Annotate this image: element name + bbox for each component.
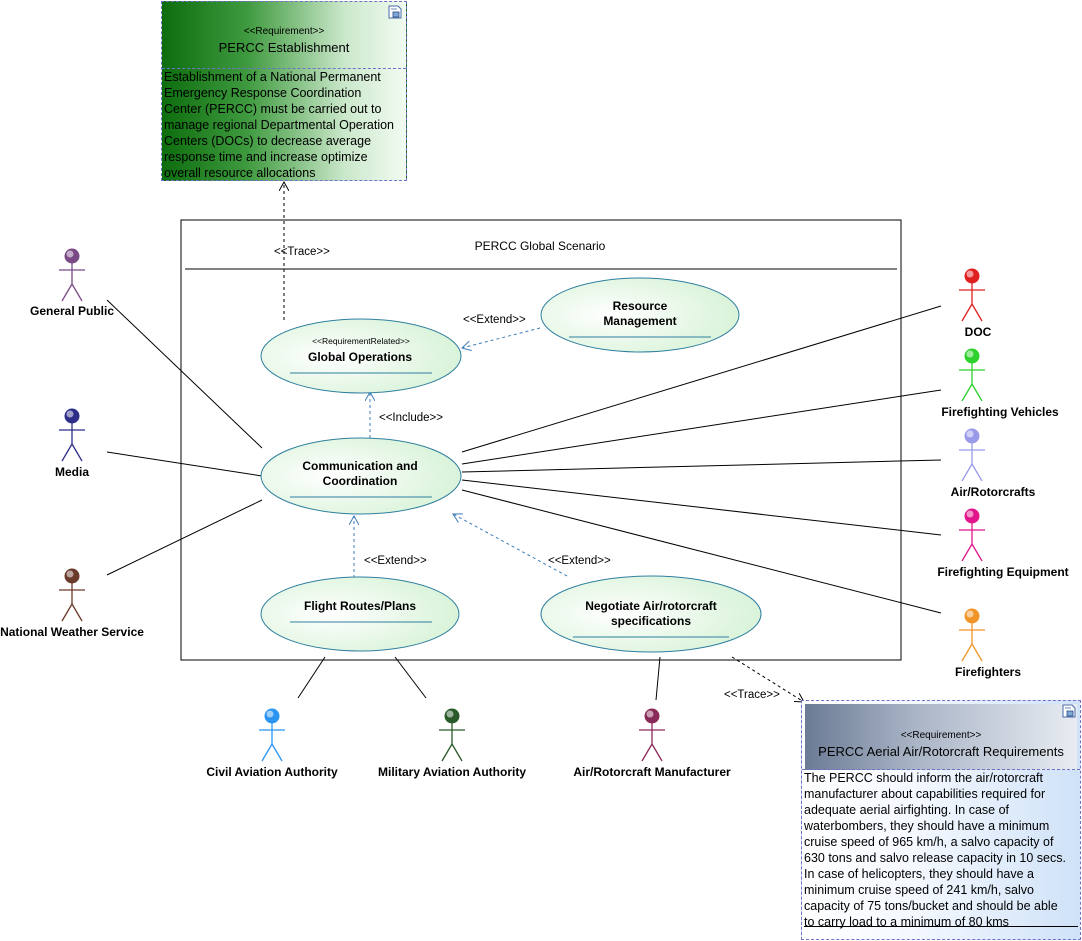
- system-title: PERCC Global Scenario: [475, 239, 606, 253]
- requirement-line: manufacturer about capabilities required…: [804, 787, 1046, 801]
- use-case-name-line2: specifications: [611, 614, 691, 628]
- actor-general-public-icon[interactable]: [59, 248, 85, 302]
- actor-label-general-public: General Public: [30, 304, 114, 318]
- dependencies: [284, 182, 804, 702]
- requirement-title: PERCC Aerial Air/Rotorcraft Requirements: [818, 744, 1064, 759]
- actor-label-firefighting-vehicles: Firefighting Vehicles: [941, 405, 1059, 419]
- requirement-line: Centers (DOCs) to decrease average: [164, 134, 372, 148]
- trace-negotiate-to-aerial: [731, 656, 804, 702]
- use-case-global-operations[interactable]: <<RequirementRelated>> Global Operations: [260, 318, 462, 394]
- requirement-title: PERCC Establishment: [218, 40, 350, 55]
- requirement-aerial[interactable]: <<Requirement>> PERCC Aerial Air/Rotorcr…: [801, 700, 1081, 940]
- requirement-icon: [1062, 704, 1076, 718]
- actor-label-firefighting-equipment: Firefighting Equipment: [937, 565, 1068, 579]
- use-case-name-line2: Coordination: [323, 474, 398, 488]
- actor-firefighting-vehicles-icon[interactable]: [959, 348, 985, 402]
- requirement-line: Establishment of a National Permanent: [164, 70, 381, 84]
- actor-media-icon[interactable]: [59, 408, 85, 462]
- requirement-line: 630 tons and salvo release capacity in 1…: [804, 851, 1066, 865]
- use-case-name: Flight Routes/Plans: [304, 599, 416, 613]
- associations: [106, 299, 942, 701]
- association-doc: [461, 305, 942, 453]
- actor-national-weather-icon[interactable]: [59, 568, 85, 622]
- actor-firefighters-icon[interactable]: [959, 608, 985, 662]
- actor-label-media: Media: [55, 465, 89, 479]
- association-military-aviation: [394, 656, 427, 699]
- requirement-line: minimum cruise speed of 241 km/h, salvo: [804, 883, 1034, 897]
- use-case-name-line1: Negotiate Air/rotorcraft: [585, 599, 717, 613]
- actor-label-air-rotorcrafts: Air/Rotorcrafts: [951, 485, 1036, 499]
- requirement-header: <<Requirement>> PERCC Establishment: [162, 2, 406, 68]
- requirement-stereotype: <<Requirement>>: [900, 730, 982, 741]
- actors: [59, 248, 985, 762]
- use-case-name-line1: Resource: [613, 299, 668, 313]
- requirement-establishment[interactable]: <<Requirement>> PERCC Establishment Esta…: [161, 1, 407, 181]
- requirement-line: Emergency Response Coordination: [164, 86, 362, 100]
- use-case-resource-management[interactable]: Resource Management: [540, 277, 740, 353]
- association-media: [106, 451, 263, 477]
- association-firefighters: [461, 489, 942, 614]
- requirement-text: The PERCC should inform the air/rotorcra…: [802, 769, 1080, 939]
- requirement-line: In case of helicopters, they should have…: [804, 867, 1035, 881]
- actor-air-rotorcrafts-icon[interactable]: [959, 428, 985, 482]
- requirement-text: Establishment of a National Permanent Em…: [162, 68, 406, 180]
- extend-resource-to-global: [462, 327, 541, 348]
- requirement-stereotype: <<Requirement>>: [243, 26, 325, 37]
- requirement-header: <<Requirement>> PERCC Aerial Air/Rotorcr…: [805, 704, 1077, 770]
- association-firefighting-equipment: [461, 479, 942, 536]
- system-boundary: [180, 219, 902, 661]
- extend-negotiate-to-comm: [453, 514, 568, 577]
- requirement-line: The PERCC should inform the air/rotorcra…: [804, 771, 1043, 785]
- include-label: <<Include>>: [379, 412, 443, 424]
- use-case-flight-routes[interactable]: Flight Routes/Plans: [260, 576, 460, 652]
- use-case-name-line1: Communication and: [302, 459, 417, 473]
- requirement-line: overall resource allocations: [164, 166, 316, 180]
- trace-label-top: <<Trace>>: [274, 246, 330, 258]
- association-national-weather: [106, 499, 263, 576]
- actor-label-firefighters: Firefighters: [955, 665, 1021, 679]
- actor-manufacturer-icon[interactable]: [639, 708, 665, 762]
- requirement-line: manage regional Departmental Operation: [164, 118, 394, 132]
- actor-label-military-aviation: Military Aviation Authority: [378, 765, 526, 779]
- association-manufacturer: [655, 656, 661, 701]
- actor-label-civil-aviation: Civil Aviation Authority: [206, 765, 338, 779]
- requirement-end-rule: [804, 926, 1078, 927]
- requirement-line: Center (PERCC) must be carried out to: [164, 102, 382, 116]
- dependency-labels: <<Trace>> <<Extend>> <<Include>> <<Exten…: [274, 246, 780, 701]
- extend-label-negotiate: <<Extend>>: [548, 555, 611, 567]
- requirement-line: capacity of 75 tons/bucket and should be…: [804, 899, 1058, 913]
- requirement-icon: [388, 5, 402, 19]
- extend-label-flight: <<Extend>>: [364, 555, 427, 567]
- requirement-line: waterbombers, they should have a minimum: [804, 819, 1050, 833]
- association-civil-aviation: [297, 656, 326, 699]
- actor-firefighting-equipment-icon[interactable]: [959, 508, 985, 562]
- requirement-line: adequate aerial airfighting. In case of: [804, 803, 1009, 817]
- association-firefighting-vehicles: [461, 389, 942, 465]
- actor-civil-aviation-icon[interactable]: [259, 708, 285, 762]
- use-case-stereotype: <<RequirementRelated>>: [312, 336, 410, 346]
- actor-labels: General Public Media National Weather Se…: [0, 304, 1069, 779]
- use-case-negotiate[interactable]: Negotiate Air/rotorcraft specifications: [540, 575, 762, 653]
- association-air-rotorcrafts: [461, 459, 942, 473]
- trace-label-bottom: <<Trace>>: [724, 689, 780, 701]
- actor-doc-icon[interactable]: [959, 268, 985, 322]
- requirement-line: response time and increase optimize: [164, 150, 368, 164]
- association-general-public: [106, 299, 263, 449]
- requirement-line: to carry load to a minimum of 80 kms: [804, 915, 1009, 929]
- use-case-name-line2: Management: [603, 314, 676, 328]
- use-case-name: Global Operations: [308, 350, 412, 364]
- actor-label-doc: DOC: [965, 325, 992, 339]
- actor-military-aviation-icon[interactable]: [439, 708, 465, 762]
- actor-label-national-weather: National Weather Service: [0, 625, 144, 639]
- requirement-line: cruise speed of 965 km/h, a salvo capaci…: [804, 835, 1054, 849]
- use-case-communication-coordination[interactable]: Communication and Coordination: [260, 437, 462, 515]
- actor-label-manufacturer: Air/Rotorcraft Manufacturer: [573, 765, 731, 779]
- extend-label-resource: <<Extend>>: [463, 314, 526, 326]
